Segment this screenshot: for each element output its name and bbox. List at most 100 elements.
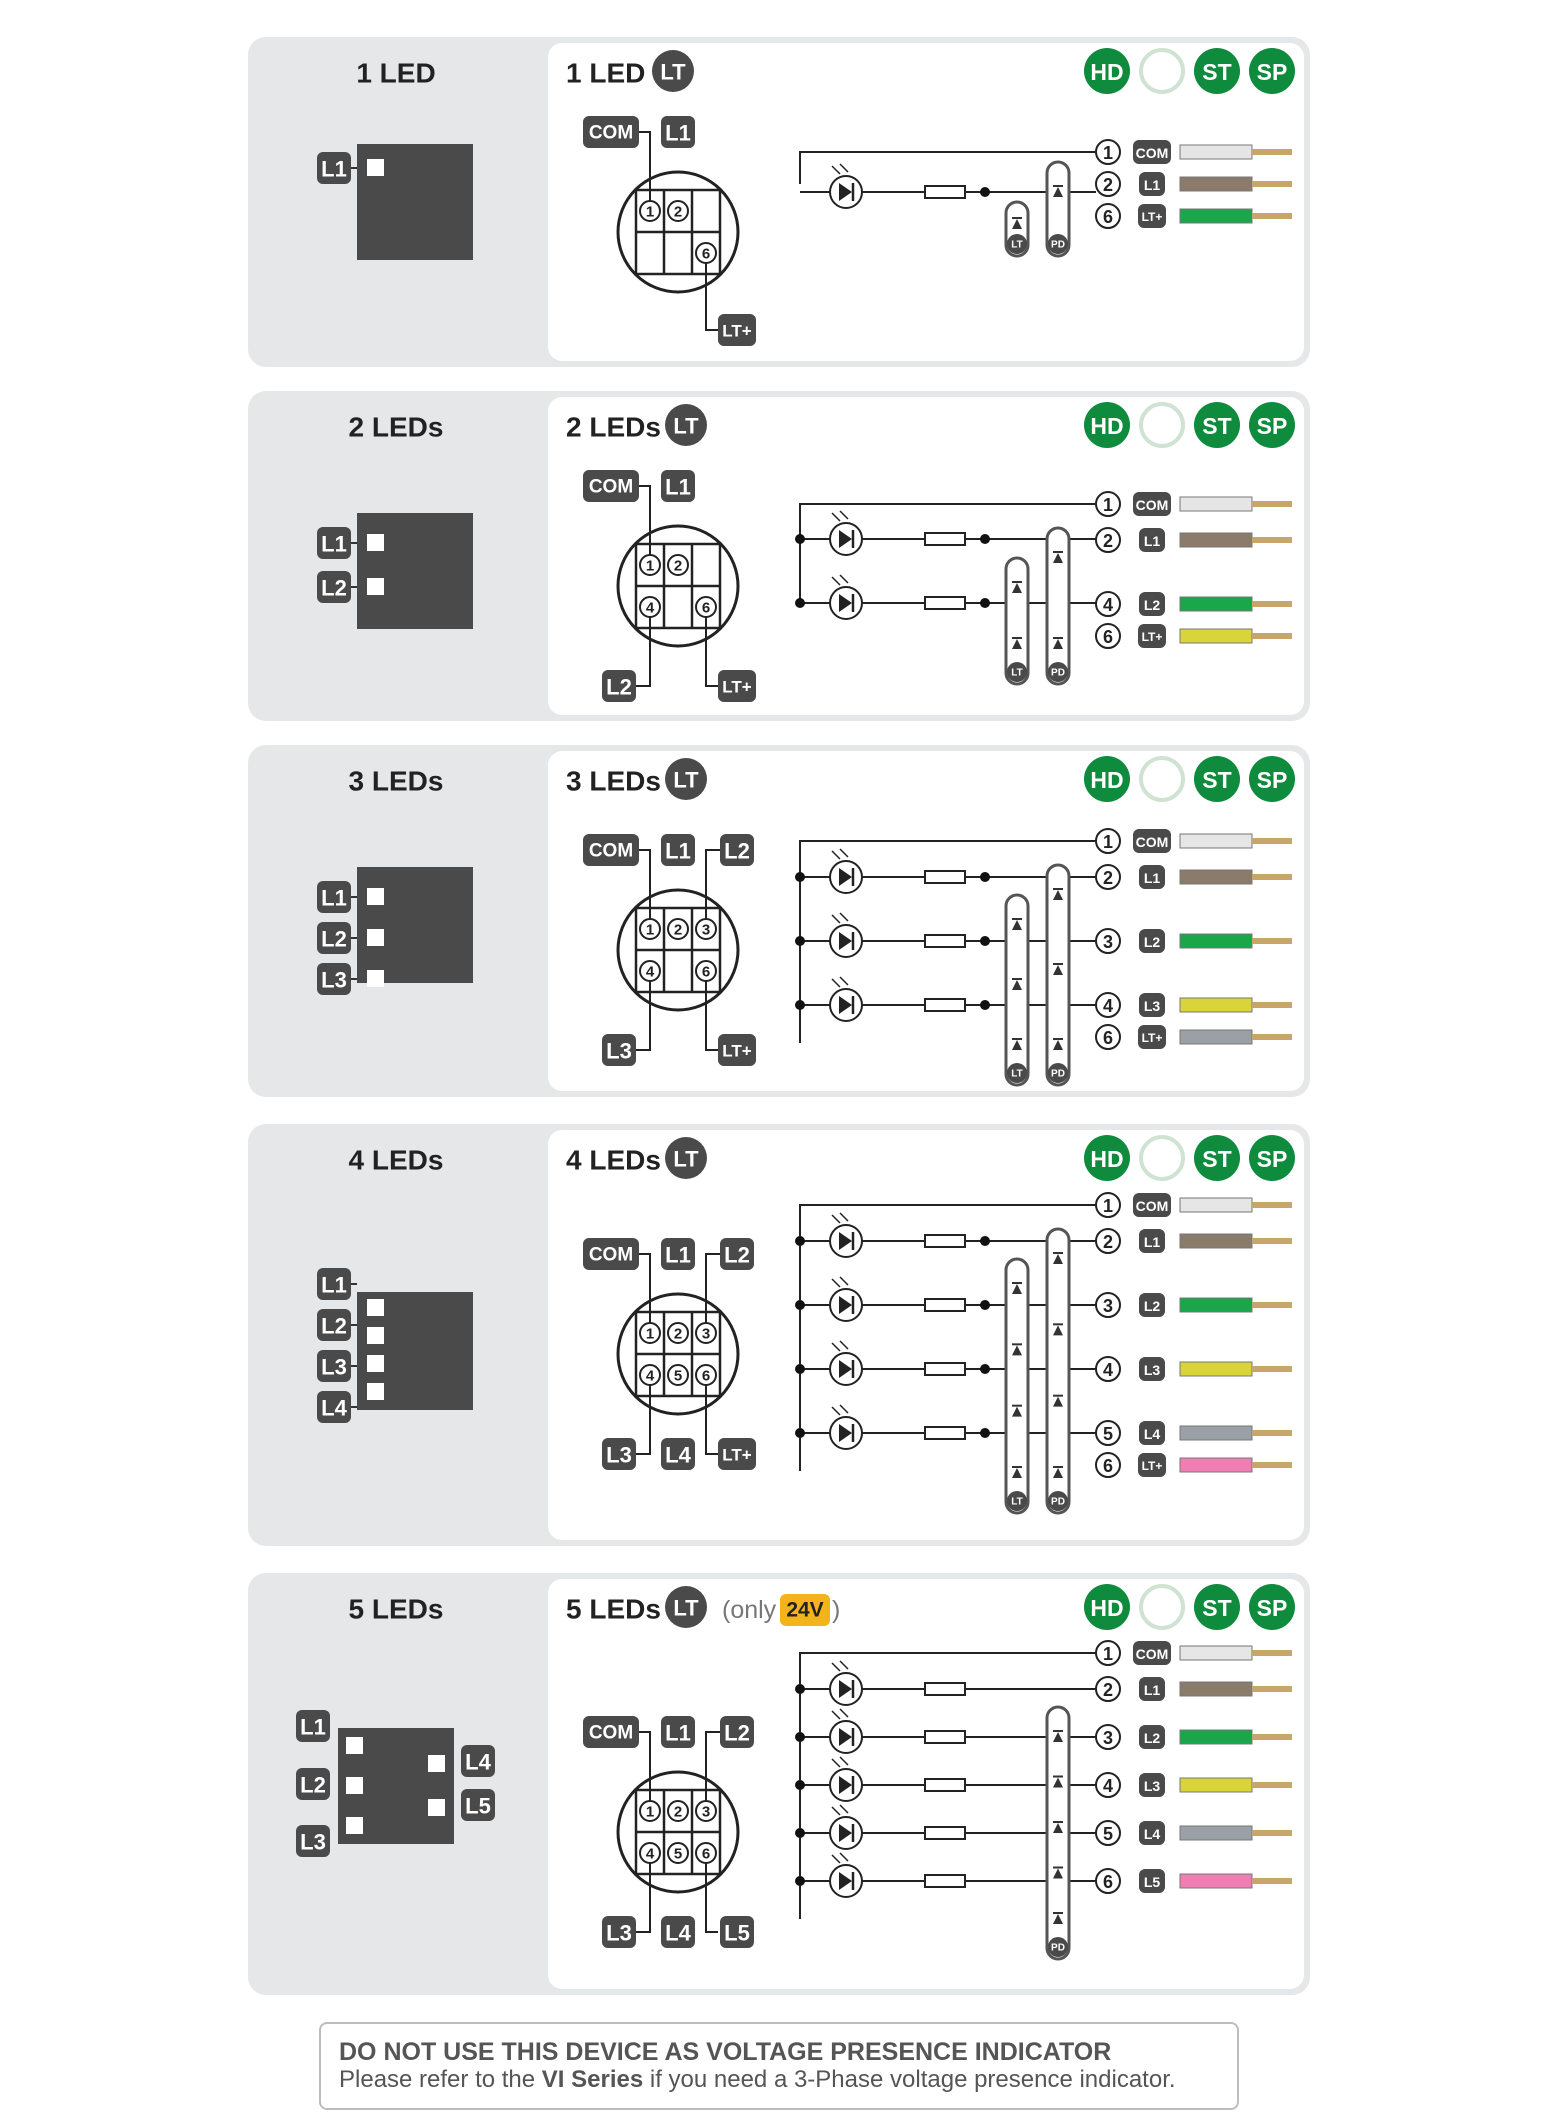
- wire-label-l1-text: L1: [1144, 870, 1161, 886]
- badge-st-text: ST: [1202, 1595, 1231, 1621]
- connector-pin-6: 6: [695, 596, 717, 618]
- connector-pin-1: 1: [639, 554, 661, 576]
- connector-pin-1-text: 1: [646, 558, 654, 575]
- connector-label-l3-text: L3: [606, 1039, 632, 1064]
- bar-outline: [1004, 556, 1030, 686]
- connector-label-com: COM: [583, 470, 639, 502]
- connector-label-l3: L3: [602, 1438, 636, 1470]
- wire-insulation: [1179, 1425, 1253, 1441]
- wire-pin-5: 5: [1095, 1420, 1121, 1446]
- wire-label-l3-bg: [1139, 1357, 1165, 1381]
- device-label-l4-text: L4: [465, 1750, 491, 1775]
- wire-insulation: [1179, 628, 1253, 644]
- wire-conductor: [1252, 213, 1292, 219]
- resistor: [924, 1426, 966, 1440]
- wire-insulation: [1179, 997, 1253, 1013]
- connector-pin-2-ring: [667, 554, 689, 576]
- wire-pin-1: 1: [1095, 1192, 1121, 1218]
- wire-pin-6: 6: [1095, 1024, 1121, 1050]
- common-rail: [799, 151, 1096, 184]
- connector-leader: [636, 980, 651, 1051]
- connector-label-l2-text: L2: [724, 1721, 750, 1746]
- device-label-l3: L3: [296, 1825, 330, 1857]
- resistor: [924, 1826, 966, 1840]
- wire-pin-4: 4: [1095, 1356, 1121, 1382]
- led-symbol: [829, 1340, 863, 1386]
- device-led-window: [367, 970, 384, 987]
- led-triangle: [839, 932, 852, 950]
- wire-label-l2-text: L2: [1144, 597, 1161, 613]
- wire-pin-2: 2: [1095, 1676, 1121, 1702]
- connector-pin-1: 1: [639, 1800, 661, 1822]
- wire-pin-4: 4: [1095, 992, 1121, 1018]
- left-title: 1 LED: [356, 58, 435, 89]
- lt-badge: LT: [665, 1586, 707, 1628]
- badge-hd-bg: [1084, 48, 1130, 94]
- connector-label-com-bg: [583, 1716, 639, 1748]
- wire-pin-2-text: 2: [1103, 868, 1113, 888]
- connector-label-l1-bg: [661, 834, 695, 866]
- device-led-window: [367, 159, 384, 176]
- wire-label-l5: L5: [1139, 1869, 1165, 1893]
- bar-label-pd-bg: [1048, 1491, 1068, 1511]
- connector-label-l1: L1: [661, 1238, 695, 1270]
- device-label-l1: L1: [317, 1268, 351, 1300]
- warning-text-suffix: if you need a 3-Phase voltage presence i…: [643, 2066, 1176, 2093]
- device-label-l4-text: L4: [321, 1396, 347, 1421]
- bar-pd: PD: [1045, 1227, 1071, 1515]
- wire-label-l2: L2: [1139, 1725, 1165, 1749]
- badge-blank: [1139, 48, 1185, 94]
- wire-label-l2-bg: [1139, 929, 1165, 953]
- badge-st-text: ST: [1202, 413, 1231, 439]
- device-label-l3-text: L3: [321, 968, 347, 993]
- wire-label-l1-bg: [1139, 1677, 1165, 1701]
- wire-label-l1-text: L1: [1144, 533, 1161, 549]
- device-led-window: [367, 534, 384, 551]
- wire-label-l1-bg: [1139, 865, 1165, 889]
- badge-st: ST: [1194, 48, 1240, 94]
- wire-pin-6-text: 6: [1103, 1456, 1113, 1476]
- wire-conductor: [1252, 181, 1292, 187]
- wire-pin-6-text: 6: [1103, 207, 1113, 227]
- connector-label-l3-bg: [602, 1438, 636, 1470]
- device-label-l1: L1: [317, 152, 351, 184]
- wire-pin-2-text: 2: [1103, 175, 1113, 195]
- wire-label-com: COM: [1133, 492, 1171, 516]
- led-symbol: [829, 510, 863, 556]
- connector-label-l1-text: L1: [665, 1243, 691, 1268]
- connector-label-l5: L5: [720, 1916, 754, 1948]
- device-label-l1: L1: [317, 527, 351, 559]
- badge-sp: SP: [1249, 402, 1295, 448]
- bar-label-pd-bg: [1048, 234, 1068, 254]
- connector-leader: [639, 1253, 651, 1324]
- device-label-l4-bg: [461, 1745, 495, 1777]
- wire-pin-2: 2: [1095, 864, 1121, 890]
- connector-label-l2: L2: [720, 1716, 754, 1748]
- resistor: [924, 1778, 966, 1792]
- wire-label-com-bg: [1133, 492, 1171, 516]
- bar-diode: [1053, 1325, 1063, 1336]
- wire-label-lt-plus: LT+: [1138, 1453, 1166, 1477]
- connector-label-l2-text: L2: [606, 675, 632, 700]
- junction-dot: [795, 1300, 805, 1310]
- wire-label-l1-text: L1: [1144, 177, 1161, 193]
- bar-diode: [1053, 1914, 1063, 1924]
- left-title: 4 LEDs: [349, 1145, 444, 1176]
- connector-pin-1: 1: [639, 200, 661, 222]
- connector-label-com-bg: [583, 1238, 639, 1270]
- wire-conductor: [1252, 1366, 1292, 1372]
- connector-label-l5-bg: [720, 1916, 754, 1948]
- bar-diode: [1053, 1732, 1063, 1742]
- wire-conductor: [1252, 874, 1292, 880]
- wire-pin-1-text: 1: [1103, 832, 1113, 852]
- bar-label-lt-bg: [1007, 1063, 1027, 1083]
- wire-label-l3-text: L3: [1144, 1778, 1161, 1794]
- wire-label-com: COM: [1133, 829, 1171, 853]
- badge-blank: [1139, 1135, 1185, 1181]
- connector-label-l1-text: L1: [665, 475, 691, 500]
- device-label-l1: L1: [317, 881, 351, 913]
- connector-leader: [639, 1731, 651, 1802]
- device-label-l1: L1: [296, 1710, 330, 1742]
- connector-pin-5-text: 5: [674, 1368, 682, 1385]
